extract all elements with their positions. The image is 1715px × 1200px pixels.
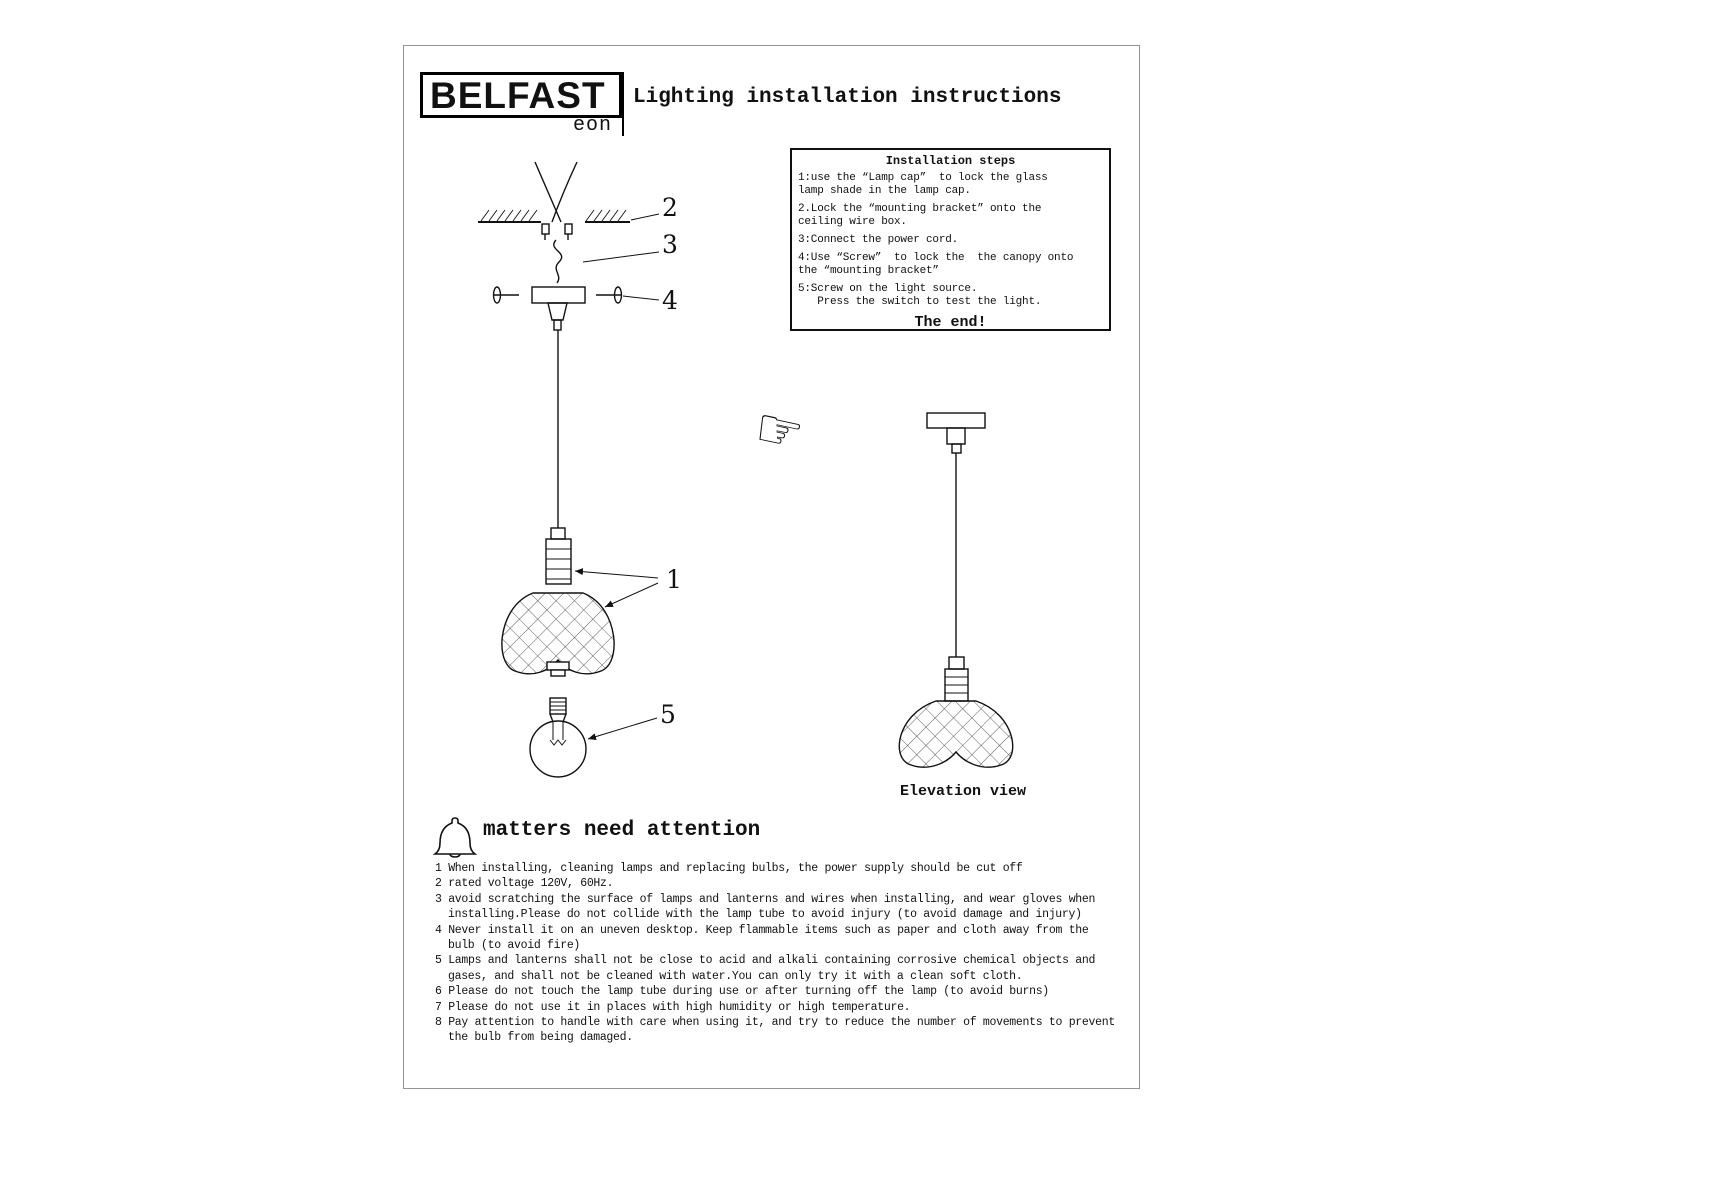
steps-panel-title: Installation steps [885,154,1016,168]
glass-shade [501,592,615,675]
attention-item: 2 rated voltage 120V, 60Hz. [435,877,614,891]
attention-item: 5 Lamps and lanterns shall not be close … [435,954,1096,983]
callout-2: 2 [662,193,678,222]
glass-shade [898,700,1014,768]
lamp-socket-cap [948,656,965,670]
brand-name: BELFAST [430,74,606,116]
mounting-block [946,427,966,445]
leader-1b [604,582,659,608]
attention-item: 6 Please do not touch the lamp tube duri… [435,985,1049,999]
callout-5: 5 [660,700,676,729]
canopy [531,286,586,304]
attention-heading: matters need attention [483,819,761,842]
mounting-screw [564,223,573,235]
callout-4: 4 [662,286,678,315]
brand-logo-box: BELFAST [420,72,622,118]
ceiling-wire [534,161,562,223]
installation-step: 3:Connect the power cord. [798,234,959,246]
page-border [403,45,1140,1089]
attention-item: 1 When installing, cleaning lamps and re… [435,862,1023,875]
power-cord-hook [553,239,563,284]
installation-step: 2.Lock the “mounting bracket” onto the c… [798,203,1042,228]
leader-1a [574,568,659,579]
steps-end-label: The end! [914,314,987,331]
header-divider [622,72,624,136]
exploded-view-drawing [478,161,660,778]
installation-step: 1:use the “Lamp cap” to lock the glass l… [798,172,1048,197]
attention-item: 8 Pay attention to handle with care when… [435,1016,1115,1045]
attention-list: 1 When installing, cleaning lamps and re… [435,861,1118,1046]
bulb-glass [529,720,587,778]
ceiling-plate [926,412,986,429]
bulb-filament [549,722,567,746]
elevation-view-drawing [898,412,1014,768]
attention-item: 3 avoid scratching the surface of lamps … [435,892,1096,922]
leader-3 [582,251,660,263]
installation-steps-panel: Installation steps 1:use the “Lamp cap” … [790,148,1111,331]
bell-icon [433,817,477,858]
lamp-socket-cap [550,527,566,540]
attention-item: 4 Never install it on an uneven desktop.… [435,923,1089,953]
lamp-socket [545,538,572,585]
leader-5 [587,717,658,741]
callout-1: 1 [666,565,682,594]
installation-step: 5:Screw on the light source. Press the s… [798,283,1042,308]
installation-step: 4:Use “Screw” to lock the the canopy ont… [798,252,1074,277]
callout-3: 3 [662,230,678,259]
mounting-screw [541,223,550,235]
brand-subname: eon [572,114,612,137]
shade-finial [546,661,570,671]
leader-2 [630,213,660,221]
page-title: Lighting installation instructions [633,86,1062,109]
attention-item: 7 Please do not use it in places with hi… [435,1000,911,1014]
canopy-cup [547,302,568,321]
leader-4 [622,295,660,301]
elevation-caption: Elevation view [899,783,1027,800]
ceiling-wire [551,161,578,223]
